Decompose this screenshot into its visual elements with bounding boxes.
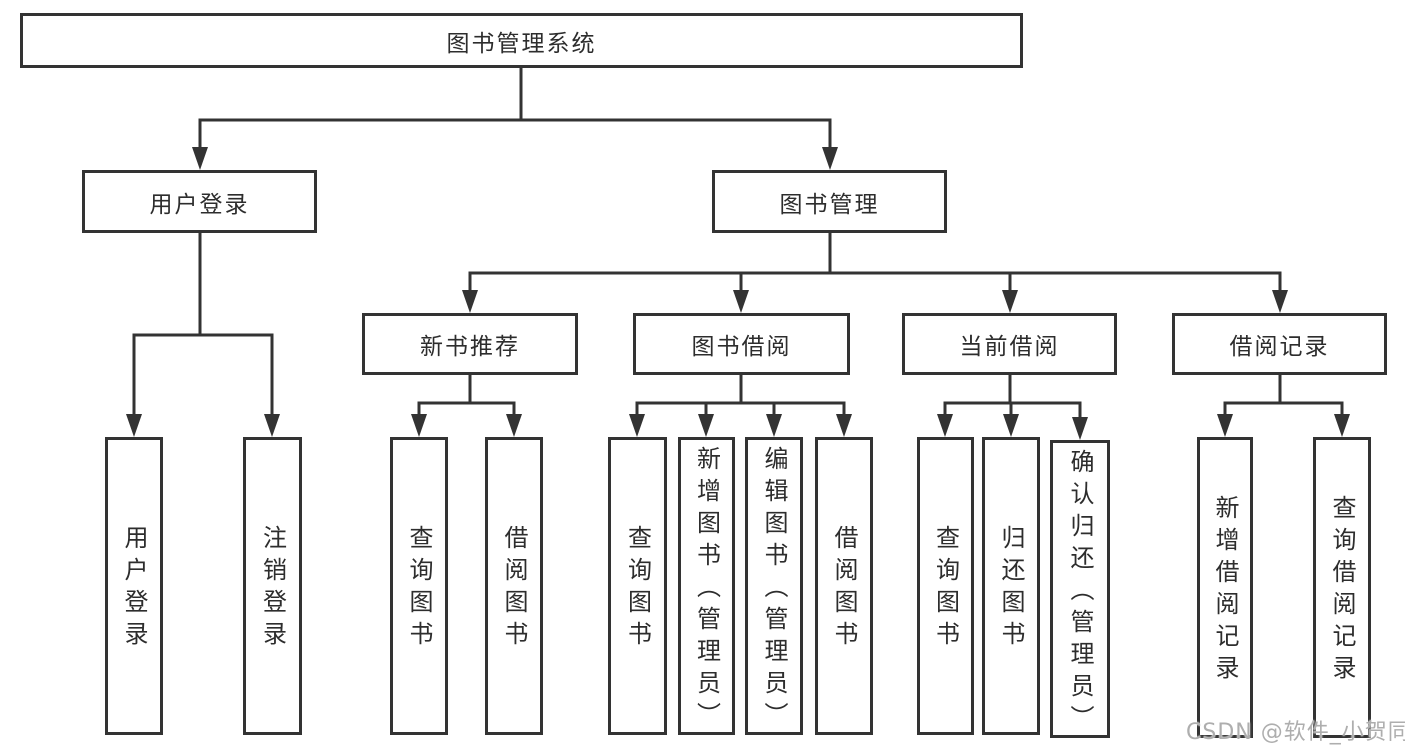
node-current-borrowing: 当前借阅 bbox=[902, 313, 1117, 375]
node-borrow-book-leaf: 借阅图书 bbox=[815, 437, 873, 735]
node-confirm-return-admin: 确认归还（管理员） bbox=[1050, 440, 1110, 738]
node-query-book-current: 查询图书 bbox=[917, 437, 974, 735]
node-library-management-system: 图书管理系统 bbox=[20, 13, 1023, 68]
node-add-book-admin: 新增图书（管理员） bbox=[678, 437, 735, 735]
node-query-borrow-record: 查询借阅记录 bbox=[1313, 437, 1371, 738]
node-return-book: 归还图书 bbox=[982, 437, 1040, 735]
node-borrowing-records: 借阅记录 bbox=[1172, 313, 1387, 375]
node-borrow-book-recommend: 借阅图书 bbox=[485, 437, 543, 735]
arrowheads bbox=[126, 147, 1350, 440]
node-logout-leaf: 注销登录 bbox=[243, 437, 302, 735]
node-user-login: 用户登录 bbox=[82, 170, 317, 233]
node-new-book-recommendation: 新书推荐 bbox=[362, 313, 578, 375]
tree-edges bbox=[132, 66, 1344, 423]
node-edit-book-admin: 编辑图书（管理员） bbox=[745, 437, 803, 735]
node-query-book-borrowing: 查询图书 bbox=[608, 437, 667, 735]
csdn-watermark: CSDN @软件_小贺同学 bbox=[1186, 720, 1405, 745]
node-user-login-leaf: 用户登录 bbox=[105, 437, 163, 735]
node-add-borrow-record: 新增借阅记录 bbox=[1197, 437, 1253, 738]
node-query-book-recommend: 查询图书 bbox=[390, 437, 448, 735]
node-book-borrowing: 图书借阅 bbox=[633, 313, 850, 375]
node-book-management: 图书管理 bbox=[712, 170, 947, 233]
